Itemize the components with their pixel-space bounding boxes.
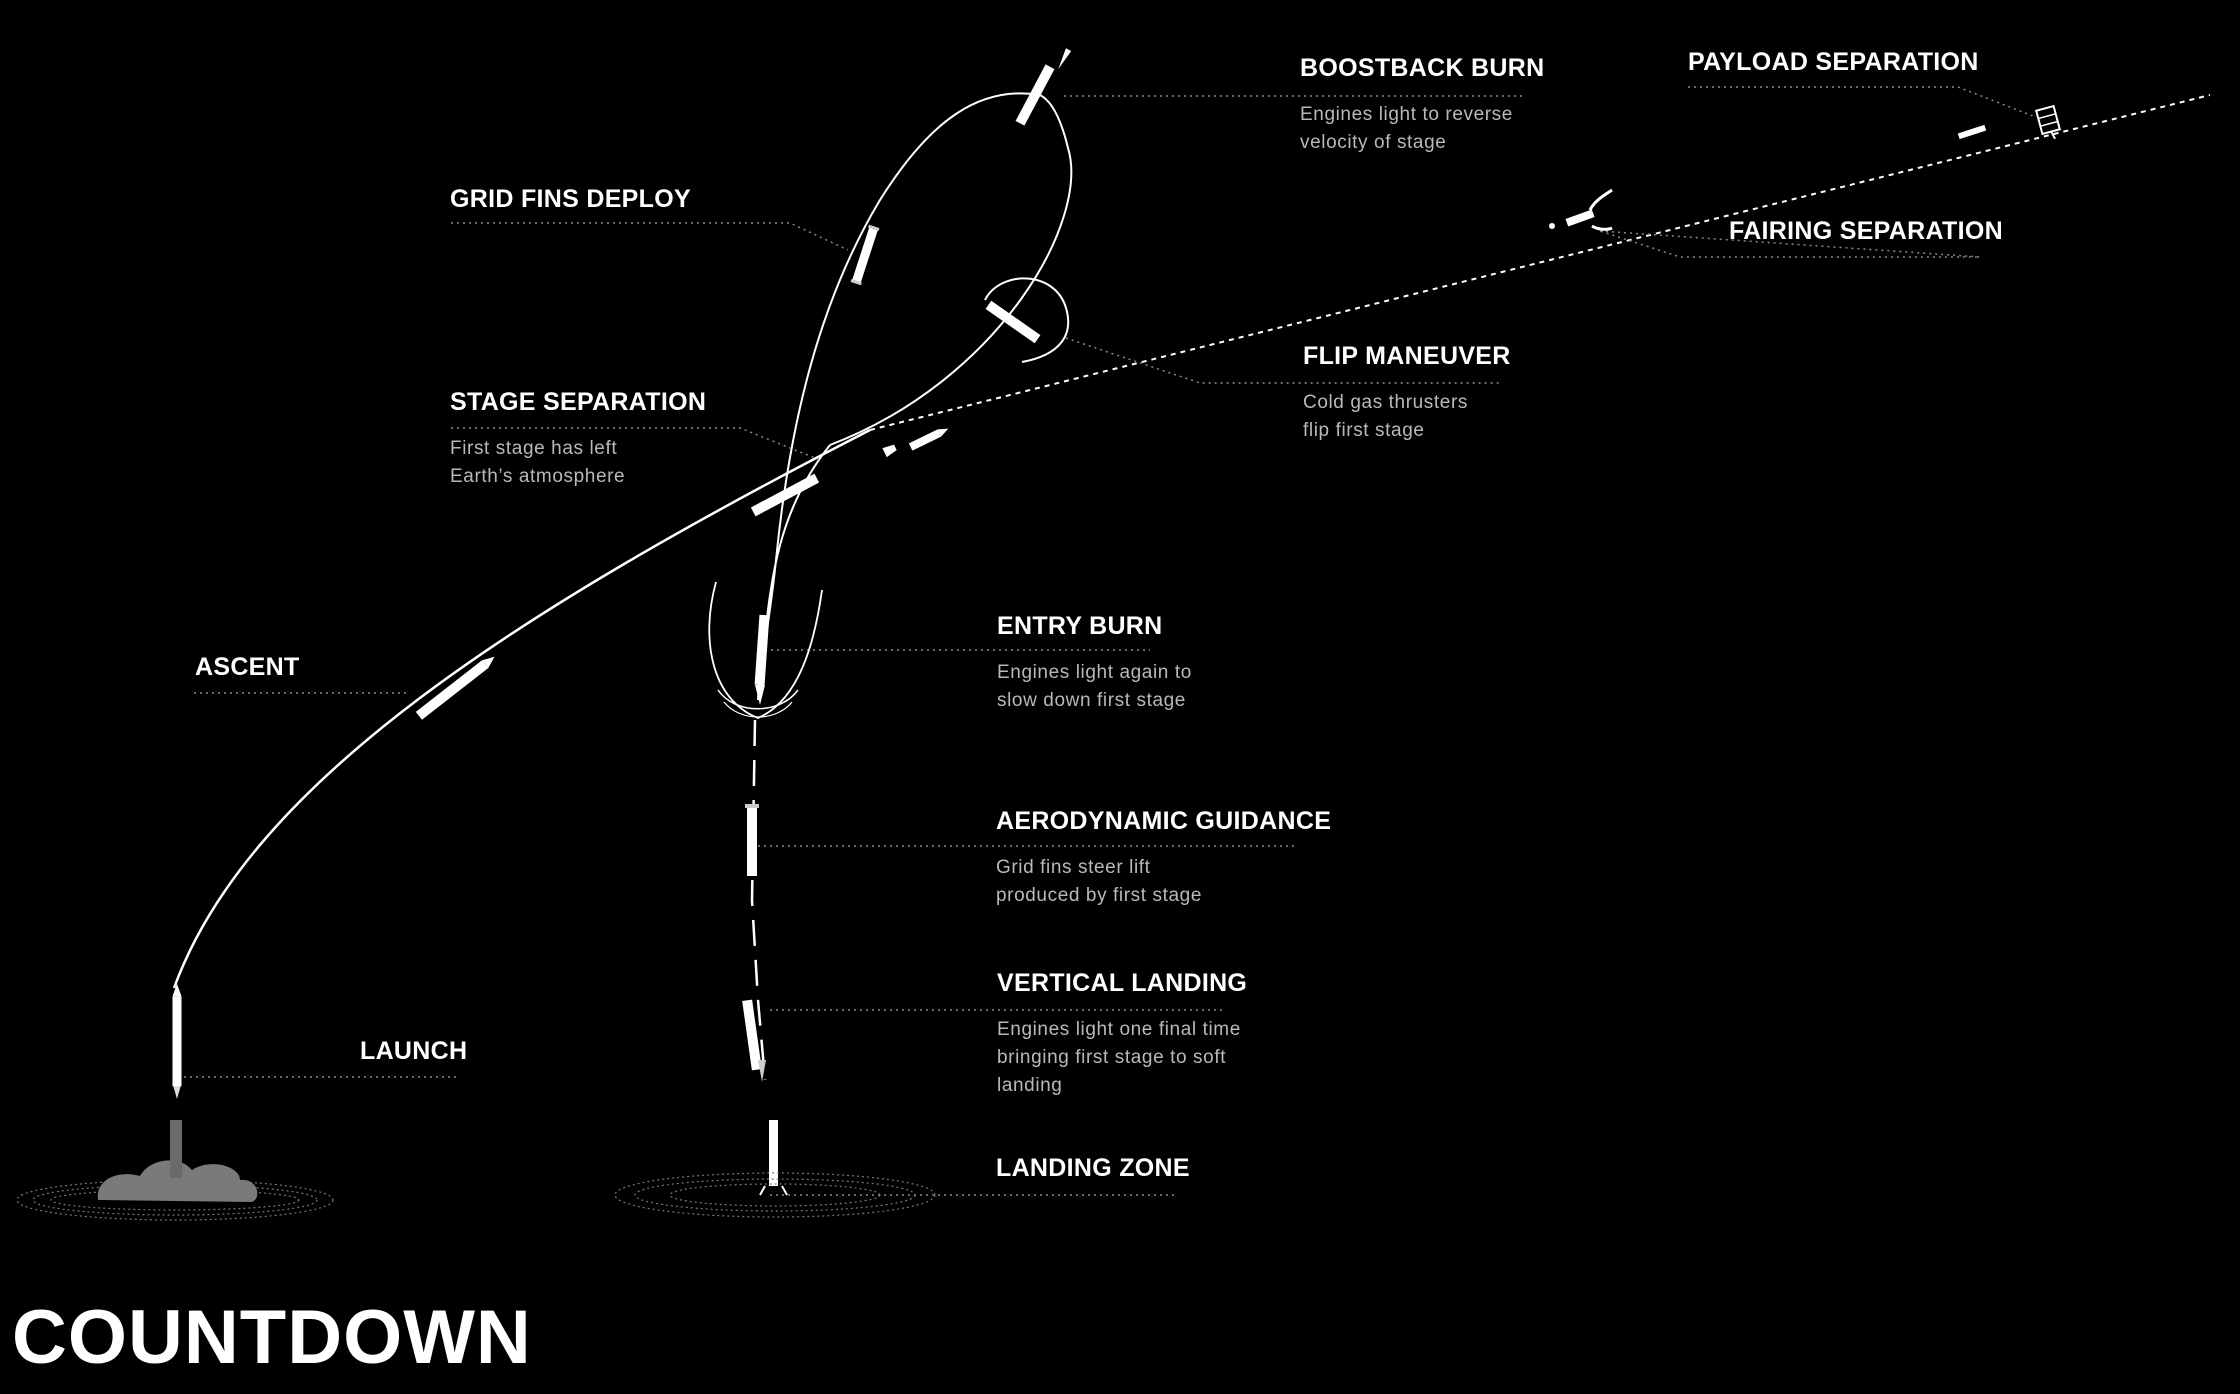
label-landing-zone: LANDING ZONE (996, 1154, 1190, 1183)
boostback-plume-icon (1058, 48, 1072, 70)
vertical-landing-desc-line: landing (997, 1075, 1063, 1096)
entry-burn-icon (708, 581, 823, 719)
landing-plume-icon (758, 1060, 766, 1082)
landed-stage-icon (759, 1120, 788, 1196)
label-aerodynamic-guidance: AERODYNAMIC GUIDANCE Grid fins steer lif… (996, 807, 1331, 910)
label-grid-fins-deploy: GRID FINS DEPLOY (450, 185, 691, 214)
aerodynamic-guidance-title: AERODYNAMIC GUIDANCE (996, 807, 1332, 835)
grid-fins-stage-icon (850, 224, 880, 286)
second-stage-engine-icon (882, 444, 897, 458)
second-stage-icon (908, 428, 949, 451)
aerodynamic-guidance-stage-icon (745, 804, 759, 876)
boostback-burn-desc-line: Engines light to reverse (1300, 104, 1513, 125)
entry-burn-desc-line: slow down first stage (997, 690, 1186, 711)
flip-maneuver-desc: Cold gas thrusters flip first stage (1303, 389, 1511, 445)
entry-burn-title: ENTRY BURN (997, 612, 1163, 640)
flip-maneuver-desc-line: Cold gas thrusters (1303, 392, 1468, 413)
label-vertical-landing: VERTICAL LANDING Engines light one final… (997, 969, 1247, 1100)
flip-maneuver-desc-line: flip first stage (1303, 420, 1425, 441)
aerodynamic-guidance-desc-line: produced by first stage (996, 885, 1203, 906)
aerodynamic-guidance-desc-line: Grid fins steer lift (996, 857, 1151, 878)
payload-separation-title: PAYLOAD SEPARATION (1688, 48, 1979, 76)
vertical-landing-desc-line: Engines light one final time (997, 1019, 1241, 1040)
ascent-trajectory (172, 428, 871, 989)
fairing-separation-title: FAIRING SEPARATION (1729, 217, 2003, 245)
boostback-loop (757, 92, 1073, 701)
label-fairing-separation: FAIRING SEPARATION (1729, 217, 2003, 246)
label-payload-separation: PAYLOAD SEPARATION (1688, 48, 1979, 77)
label-boostback-burn: BOOSTBACK BURN Engines light to reverse … (1300, 54, 1544, 157)
stage-separation-desc: First stage has left Earth’s atmosphere (450, 435, 706, 491)
vertical-landing-stage-icon (742, 999, 762, 1071)
entry-burn-desc: Engines light again to slow down first s… (997, 659, 1192, 715)
page-heading: COUNTDOWN (12, 1295, 532, 1380)
boostback-burn-title: BOOSTBACK BURN (1300, 54, 1545, 82)
label-stage-separation: STAGE SEPARATION First stage has left Ea… (450, 388, 706, 491)
payload-separation-icon (1957, 104, 2062, 140)
launch-rocket-icon (172, 983, 182, 1099)
stage-separation-title: STAGE SEPARATION (450, 388, 707, 416)
boostback-stage-icon (1015, 64, 1055, 126)
boostback-burn-desc: Engines light to reverse velocity of sta… (1300, 101, 1544, 157)
aerodynamic-guidance-desc: Grid fins steer lift produced by first s… (996, 854, 1331, 910)
label-launch: LAUNCH (360, 1037, 467, 1066)
label-entry-burn: ENTRY BURN Engines light again to slow d… (997, 612, 1192, 715)
label-ascent: ASCENT (195, 653, 300, 682)
launch-title: LAUNCH (360, 1037, 468, 1065)
fairing-separation-icon (1549, 188, 1613, 231)
launch-pad-rings (16, 1179, 334, 1221)
vertical-landing-desc: Engines light one final time bringing fi… (997, 1016, 1247, 1100)
boostback-burn-desc-line: velocity of stage (1300, 132, 1447, 153)
flip-maneuver-title: FLIP MANEUVER (1303, 342, 1511, 370)
second-stage-path (869, 94, 2211, 431)
ascent-title: ASCENT (195, 653, 300, 681)
flip-maneuver-icon (984, 277, 1070, 363)
ascent-rocket-icon (415, 656, 495, 720)
launch-smoke-icon (97, 1120, 258, 1202)
label-flip-maneuver: FLIP MANEUVER Cold gas thrusters flip fi… (1303, 342, 1511, 445)
grid-fins-deploy-title: GRID FINS DEPLOY (450, 185, 691, 213)
landing-zone-rings (614, 1172, 936, 1218)
vertical-landing-title: VERTICAL LANDING (997, 969, 1248, 997)
stage-separation-desc-line: First stage has left (450, 438, 618, 459)
stage-separation-desc-line: Earth’s atmosphere (450, 466, 626, 487)
landing-zone-title: LANDING ZONE (996, 1154, 1190, 1182)
stage-separation-first-stage-icon (750, 473, 820, 517)
entry-burn-desc-line: Engines light again to (997, 662, 1192, 683)
vertical-landing-desc-line: bringing first stage to soft (997, 1047, 1227, 1068)
leader-lines (184, 86, 2034, 1196)
